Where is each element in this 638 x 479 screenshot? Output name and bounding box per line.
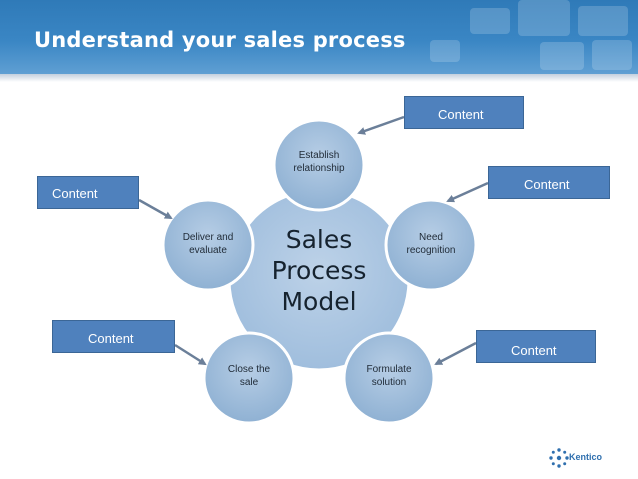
node-need-recognition[interactable]	[384, 198, 478, 292]
header-decoration	[592, 40, 632, 70]
node-deliver-and-evaluate[interactable]	[161, 198, 255, 292]
callout-left-lower[interactable]: Content	[52, 320, 175, 353]
arrow-right-upper	[446, 181, 489, 203]
callout-text: Content	[511, 343, 557, 358]
callout-top[interactable]: Content	[404, 96, 524, 129]
node-label-line: Formulate	[366, 364, 412, 375]
node-label-deliver: Deliver and evaluate	[163, 231, 253, 257]
node-label-line: recognition	[406, 245, 456, 256]
slide-title: Understand your sales process	[34, 28, 406, 52]
arrow-right-lower	[434, 341, 477, 366]
callout-text: Content	[88, 331, 134, 346]
node-close-the-sale[interactable]	[202, 331, 296, 425]
callout-text: Content	[438, 107, 484, 122]
header-decoration	[578, 6, 628, 36]
node-label-line: Need	[419, 232, 443, 243]
node-label-formulate: Formulate solution	[344, 363, 434, 389]
node-label-line: sale	[239, 377, 259, 388]
callout-right-upper[interactable]: Content	[488, 166, 610, 199]
node-label-establish: Establish relationship	[274, 149, 364, 175]
header-shadow	[0, 74, 638, 82]
node-label-line: Establish	[298, 150, 340, 161]
node-formulate-solution[interactable]	[342, 331, 436, 425]
slide-header	[0, 0, 638, 74]
node-establish-relationship[interactable]	[272, 118, 366, 212]
arrow-left-lower	[174, 343, 207, 366]
node-label-need: Need recognition	[386, 231, 476, 257]
node-label-line: relationship	[293, 163, 345, 174]
callout-left-upper[interactable]: Content	[37, 176, 139, 209]
arrow-top	[357, 115, 405, 135]
node-label-line: solution	[371, 377, 407, 388]
center-label-line: Process	[271, 256, 367, 285]
arrow-left-upper	[138, 198, 173, 220]
callout-text: Content	[52, 186, 98, 201]
center-label-line: Model	[281, 287, 357, 316]
node-label-line: Deliver and	[182, 232, 234, 243]
callout-right-lower[interactable]: Content	[476, 330, 596, 363]
header-decoration	[540, 42, 584, 70]
header-decoration	[470, 8, 510, 34]
center-label: Sales Process Model	[249, 224, 389, 317]
header-decoration	[430, 40, 460, 62]
node-label-line: evaluate	[189, 245, 227, 256]
header-decoration	[518, 0, 570, 36]
kentico-logo-icon	[549, 448, 569, 468]
node-label-line: Close the	[227, 364, 271, 375]
callout-text: Content	[524, 177, 570, 192]
center-label-line: Sales	[285, 225, 353, 254]
kentico-logo-text: Kentico	[569, 452, 603, 462]
node-label-close: Close the sale	[204, 363, 294, 389]
